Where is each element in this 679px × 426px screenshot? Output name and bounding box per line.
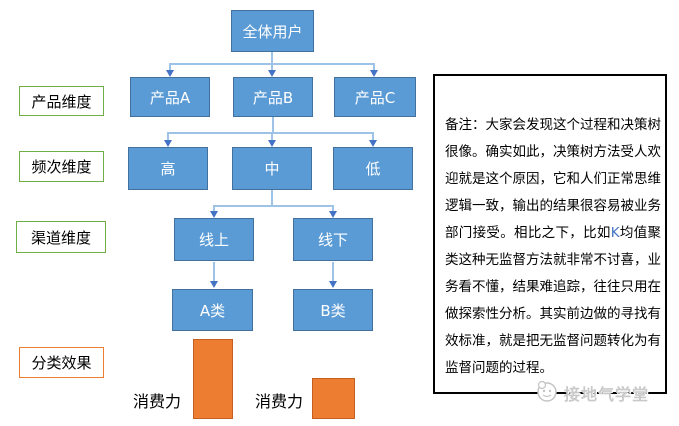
- node-channel-offline: 线下: [293, 218, 373, 261]
- dimension-label-channel: 渠道维度: [16, 221, 106, 253]
- connector-offline-to-class-b: [332, 262, 334, 282]
- dimension-label-channel-text: 渠道维度: [30, 228, 91, 247]
- node-frequency-mid-label: 中: [264, 160, 280, 178]
- watermark: 接地气学堂: [534, 378, 649, 408]
- consumption-label-b: 消费力: [255, 392, 304, 411]
- connector-to-product-c: [373, 64, 375, 71]
- connector-root-stem: [271, 52, 273, 64]
- note-text-box: 备注：大家会发现这个过程和决策树很像。确实如此，决策树方法受人欢迎就是这个原因，…: [433, 74, 667, 394]
- arrow-down-icon: [164, 140, 172, 147]
- arrow-down-icon: [268, 70, 276, 77]
- consumption-label-a: 消费力: [133, 392, 182, 411]
- arrow-down-icon: [329, 281, 337, 288]
- connector-to-product-a: [169, 64, 171, 71]
- node-class-b-label: B类: [320, 301, 346, 320]
- dimension-label-frequency: 频次维度: [19, 151, 104, 182]
- arrow-down-icon: [370, 70, 378, 77]
- dimension-label-product: 产品维度: [19, 86, 104, 116]
- node-channel-offline-label: 线下: [317, 231, 348, 249]
- consumption-bar-class-a: [193, 339, 233, 419]
- node-all-users-label: 全体用户: [242, 22, 303, 41]
- connector-productb-branch: [167, 132, 374, 134]
- note-text-part1: 备注：大家会发现这个过程和决策树很像。确实如此，决策树方法受人欢迎就是这个原因，…: [445, 117, 661, 241]
- node-channel-online-label: 线上: [198, 231, 229, 249]
- node-class-b: B类: [293, 289, 373, 331]
- smiley-face-logo-icon: [534, 378, 560, 408]
- connector-to-online: [213, 206, 215, 211]
- dimension-label-effect-text: 分类效果: [31, 354, 92, 372]
- watermark-text: 接地气学堂: [564, 385, 650, 404]
- arrow-down-icon: [268, 140, 276, 147]
- dimension-label-product-text: 产品维度: [31, 92, 92, 111]
- node-product-c: 产品C: [334, 77, 416, 117]
- node-frequency-high: 高: [128, 147, 208, 190]
- dimension-label-effect: 分类效果: [19, 347, 104, 378]
- node-class-a: A类: [172, 289, 253, 331]
- note-text-part2: 均值聚类这种无监督方法就非常不讨喜，业务看不懂，结果难追踪，往往只用在做探索性分…: [445, 225, 662, 376]
- node-channel-online: 线上: [174, 218, 254, 261]
- node-product-a-label: 产品A: [149, 88, 191, 107]
- connector-online-to-class-a: [213, 262, 215, 282]
- node-product-a: 产品A: [130, 77, 210, 117]
- connector-to-product-b: [271, 64, 273, 71]
- connector-to-mid: [271, 133, 273, 140]
- consumption-bar-class-b: [312, 378, 355, 419]
- arrow-down-icon: [210, 281, 218, 288]
- node-product-c-label: 产品C: [354, 88, 396, 107]
- node-product-b: 产品B: [233, 77, 313, 117]
- connector-mid-branch: [213, 205, 334, 207]
- connector-to-high: [167, 133, 169, 140]
- node-all-users: 全体用户: [231, 10, 314, 52]
- note-text-k-highlight: K: [610, 225, 620, 241]
- arrow-down-icon: [166, 70, 174, 77]
- connector-productb-stem: [272, 117, 274, 133]
- node-class-a-label: A类: [199, 301, 226, 320]
- arrow-down-icon: [210, 211, 218, 218]
- node-frequency-high-label: 高: [160, 160, 176, 178]
- dimension-label-frequency-text: 频次维度: [31, 158, 92, 176]
- node-frequency-low: 低: [333, 147, 413, 190]
- node-frequency-mid: 中: [232, 147, 312, 190]
- connector-to-offline: [332, 206, 334, 211]
- node-product-b-label: 产品B: [252, 88, 294, 107]
- connector-to-low: [372, 133, 374, 140]
- arrow-down-icon: [329, 211, 337, 218]
- node-frequency-low-label: 低: [365, 160, 381, 178]
- connector-mid-stem: [271, 190, 273, 206]
- arrow-down-icon: [369, 140, 377, 147]
